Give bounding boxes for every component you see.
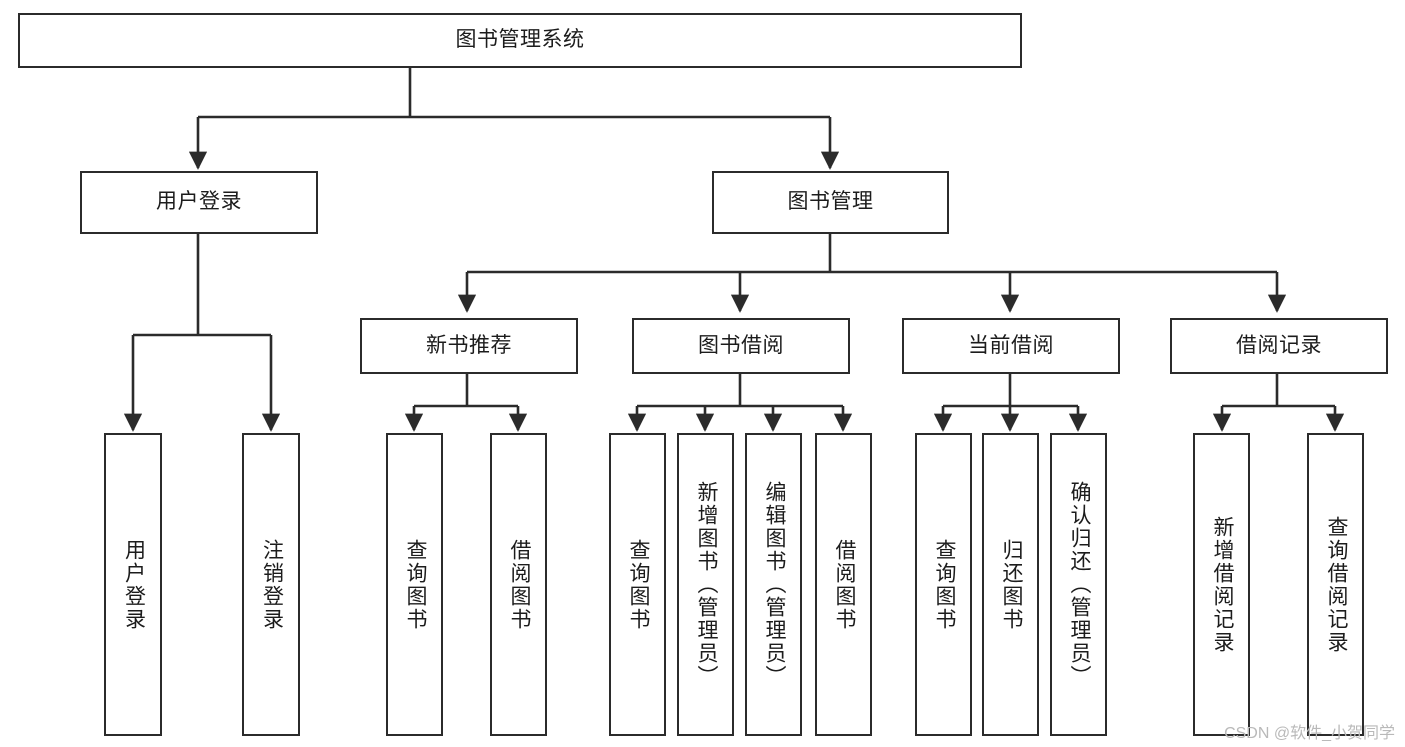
node-borrow-record-label: 借阅记录 [1236,333,1322,357]
leaf-label: 新增借阅记录 [1210,515,1234,654]
leaf-label: 查询图书 [403,538,427,631]
leaf-label: 借阅图书 [507,538,531,631]
leaf-current-borrow-query[interactable]: 查询图书 [915,433,972,736]
node-current-borrow-label: 当前借阅 [968,333,1054,357]
leaf-label: 新增图书（管理员） [694,481,718,688]
leaf-book-borrow-query[interactable]: 查询图书 [609,433,666,736]
node-borrow-record[interactable]: 借阅记录 [1170,318,1388,374]
leaf-user-login-login[interactable]: 用户登录 [104,433,162,736]
node-book-borrow[interactable]: 图书借阅 [632,318,850,374]
leaf-borrow-record-add[interactable]: 新增借阅记录 [1193,433,1250,736]
leaf-label: 确认归还（管理员） [1067,481,1091,688]
node-book-management-label: 图书管理 [787,190,874,214]
node-new-book-recommend[interactable]: 新书推荐 [360,318,578,374]
node-current-borrow[interactable]: 当前借阅 [902,318,1120,374]
leaf-book-borrow-edit[interactable]: 编辑图书（管理员） [745,433,802,736]
leaf-label: 查询借阅记录 [1324,515,1348,654]
leaf-borrow-record-query[interactable]: 查询借阅记录 [1307,433,1364,736]
leaf-current-borrow-confirm[interactable]: 确认归还（管理员） [1050,433,1107,736]
leaf-book-borrow-borrow[interactable]: 借阅图书 [815,433,872,736]
node-book-borrow-label: 图书借阅 [698,333,784,357]
leaf-label: 查询图书 [932,538,956,631]
leaf-label: 注销登录 [260,538,284,631]
leaf-label: 用户登录 [122,538,146,631]
leaf-user-login-logout[interactable]: 注销登录 [242,433,300,736]
leaf-label: 编辑图书（管理员） [762,481,786,688]
node-root[interactable]: 图书管理系统 [18,13,1022,68]
leaf-label: 归还图书 [999,538,1023,631]
node-new-book-recommend-label: 新书推荐 [426,333,512,357]
leaf-label: 查询图书 [626,538,650,631]
node-root-label: 图书管理系统 [455,28,585,52]
leaf-current-borrow-return[interactable]: 归还图书 [982,433,1039,736]
node-book-management[interactable]: 图书管理 [712,171,949,234]
watermark: CSDN @软件_小贺同学 [1224,725,1395,742]
leaf-new-book-borrow[interactable]: 借阅图书 [490,433,547,736]
node-user-login[interactable]: 用户登录 [80,171,318,234]
leaf-book-borrow-add[interactable]: 新增图书（管理员） [677,433,734,736]
node-user-login-label: 用户登录 [156,190,242,214]
leaf-label: 借阅图书 [832,538,856,631]
leaf-new-book-query[interactable]: 查询图书 [386,433,443,736]
